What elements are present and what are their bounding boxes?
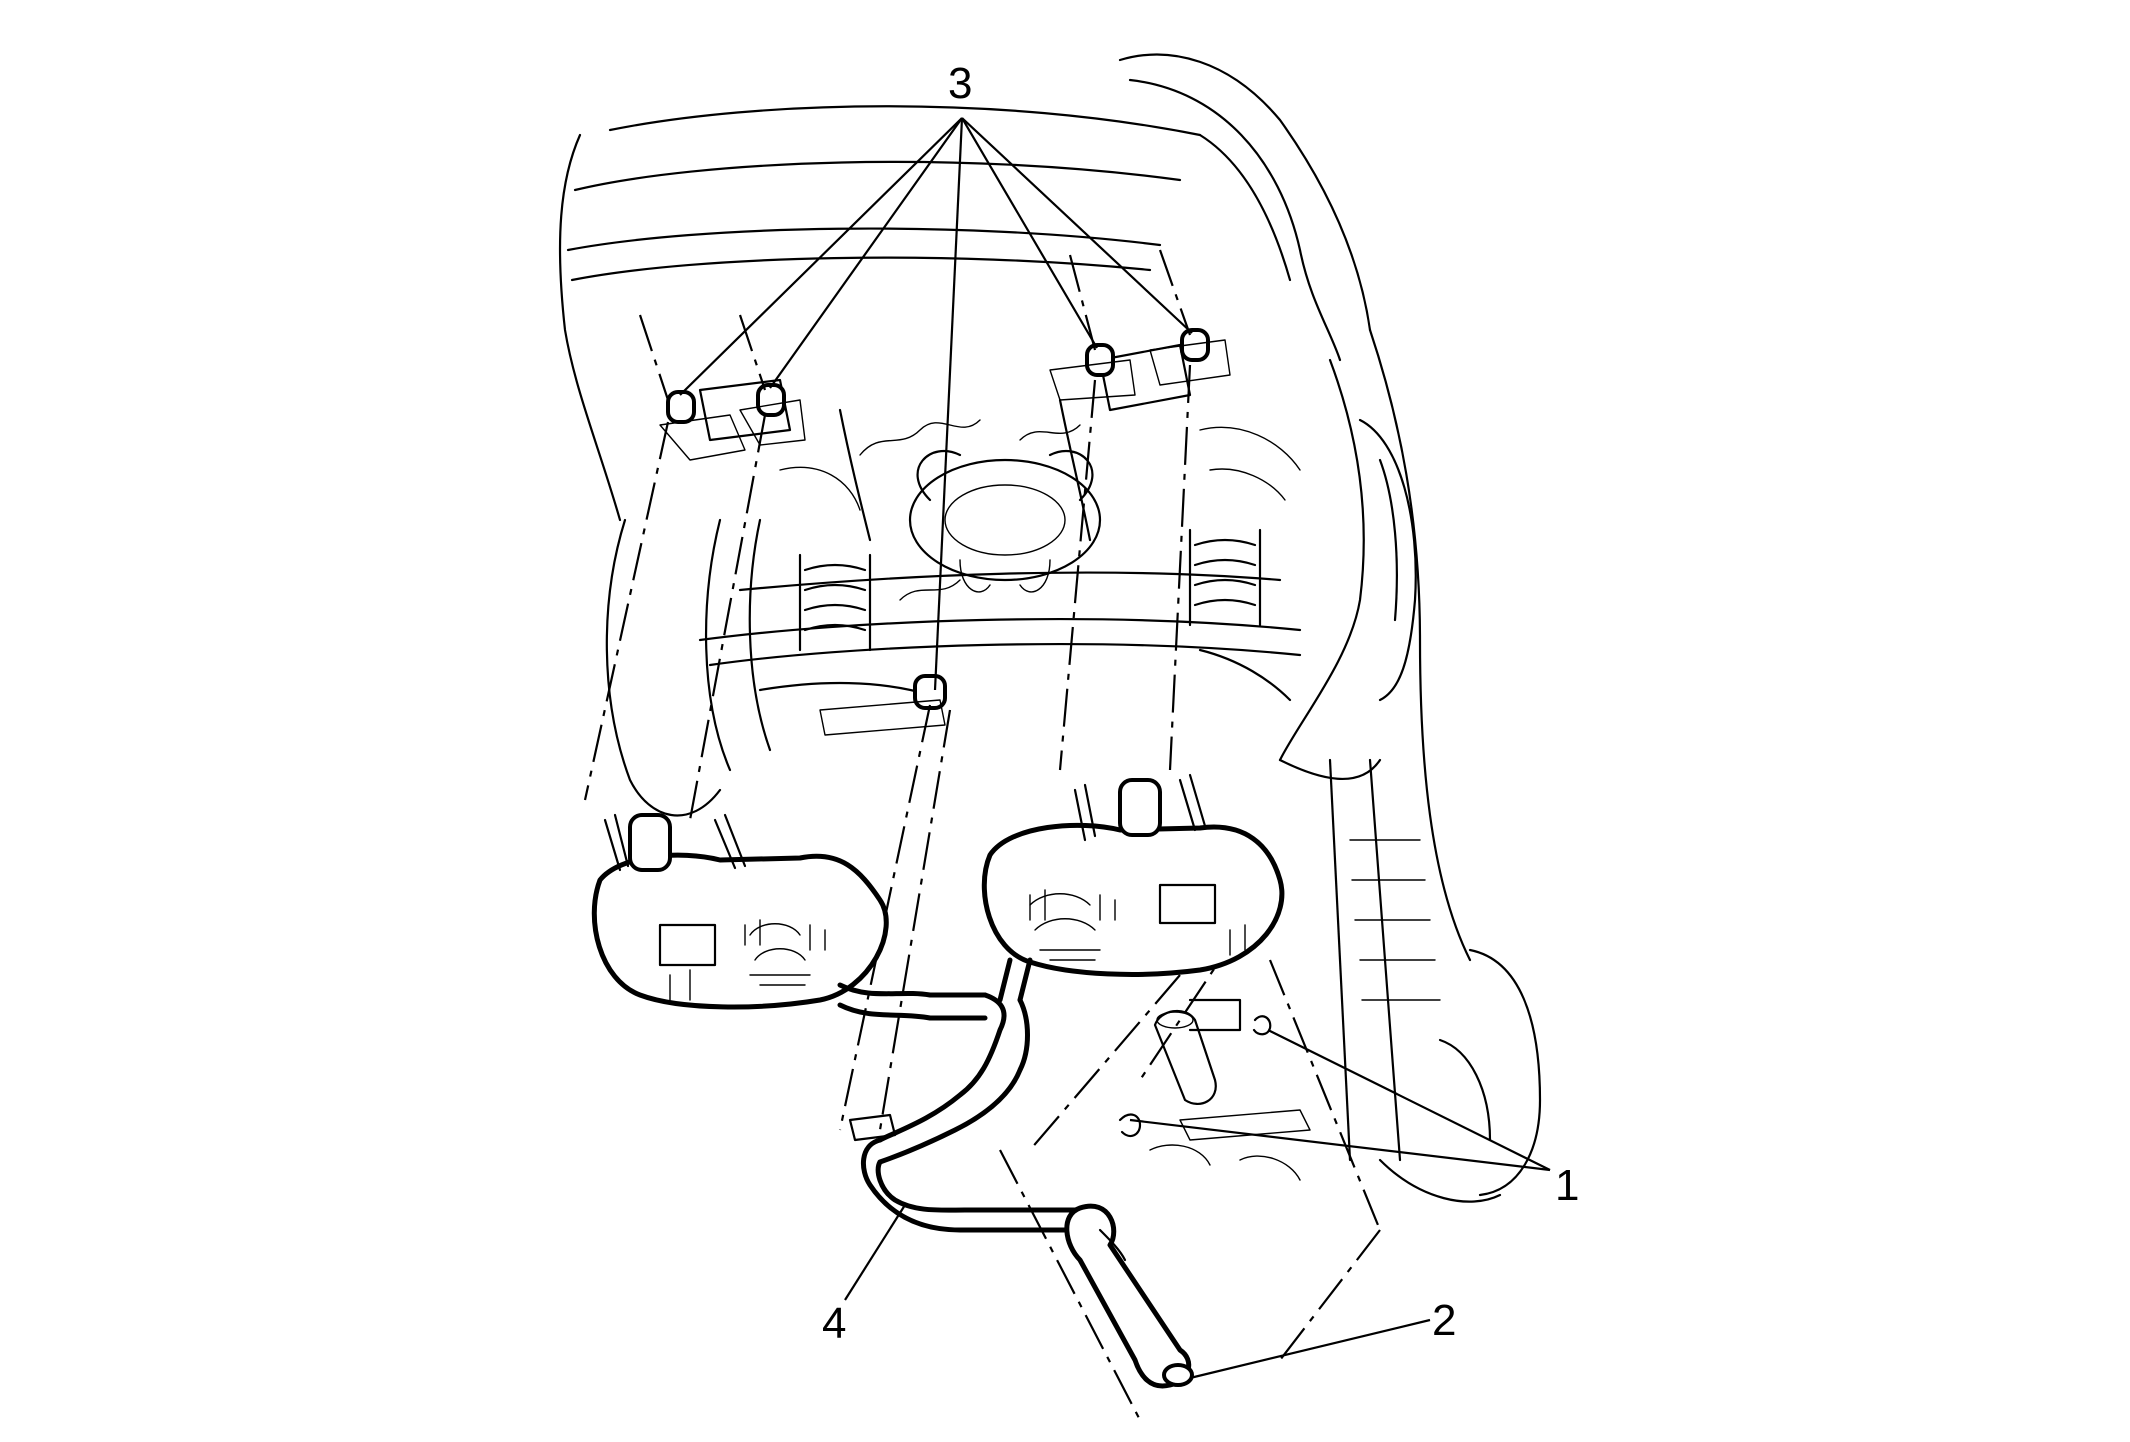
callout-1: 1	[1555, 1161, 1579, 1210]
leader-lines	[679, 117, 1551, 1380]
left-coil-spring	[798, 553, 872, 652]
y-pipe	[837, 957, 1194, 1389]
vehicle-body	[558, 53, 1542, 1203]
right-muffler	[981, 773, 1285, 977]
callout-2: 2	[1432, 1296, 1456, 1345]
hanger-mount-center	[819, 674, 947, 736]
left-muffler	[591, 813, 889, 1010]
front-pipe-converter	[1118, 998, 1311, 1181]
hanger-mounts	[659, 328, 1231, 736]
alignment-lines	[583, 249, 1382, 1421]
underbody-frame	[698, 343, 1302, 702]
right-coil-spring	[1188, 528, 1262, 627]
callout-3: 3	[948, 59, 972, 108]
hanger-mount-left-outer	[659, 390, 746, 461]
callout-4: 4	[822, 1299, 846, 1348]
hanger-mount-right-inner	[1049, 343, 1136, 401]
hanger-mount-right-outer	[1149, 328, 1231, 386]
